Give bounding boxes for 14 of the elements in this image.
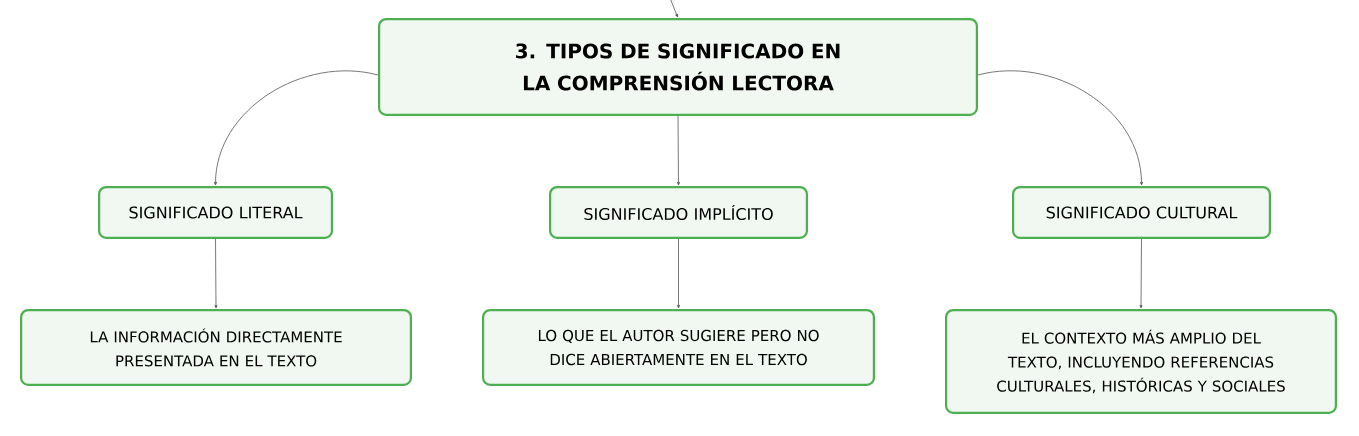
arrow: [977, 70, 1143, 186]
arrow: [677, 238, 680, 309]
topic-box: 3. TIPOS DE SIGNIFICADO EN LA COMPRENSIÓN LECTORA: [378, 18, 978, 116]
arrow: [1139, 238, 1143, 309]
description-box: LA INFORMACIÓN DIRECTAMENTE PRESENTADA EN EL TEXTO: [20, 309, 413, 386]
description-box: LO QUE EL AUTOR SUGIERE PERO NO DICE ABIERTAMENTE EN EL TEXTO: [482, 309, 875, 386]
arrow: [669, 0, 678, 18]
subtopic-box: SIGNIFICADO IMPLÍCITO: [549, 186, 808, 239]
description-box: EL CONTEXTO MÁS AMPLIO DEL TEXTO, INCLUYENDO REFERENCIAS CULTURALES, HISTÓRICAS Y SOCIALES: [945, 309, 1337, 414]
arrow: [214, 70, 379, 186]
subtopic-box: SIGNIFICADO LITERAL: [98, 186, 334, 239]
subtopic-box: SIGNIFICADO CULTURAL: [1012, 186, 1271, 239]
arrow: [214, 238, 218, 309]
arrow: [677, 115, 680, 186]
